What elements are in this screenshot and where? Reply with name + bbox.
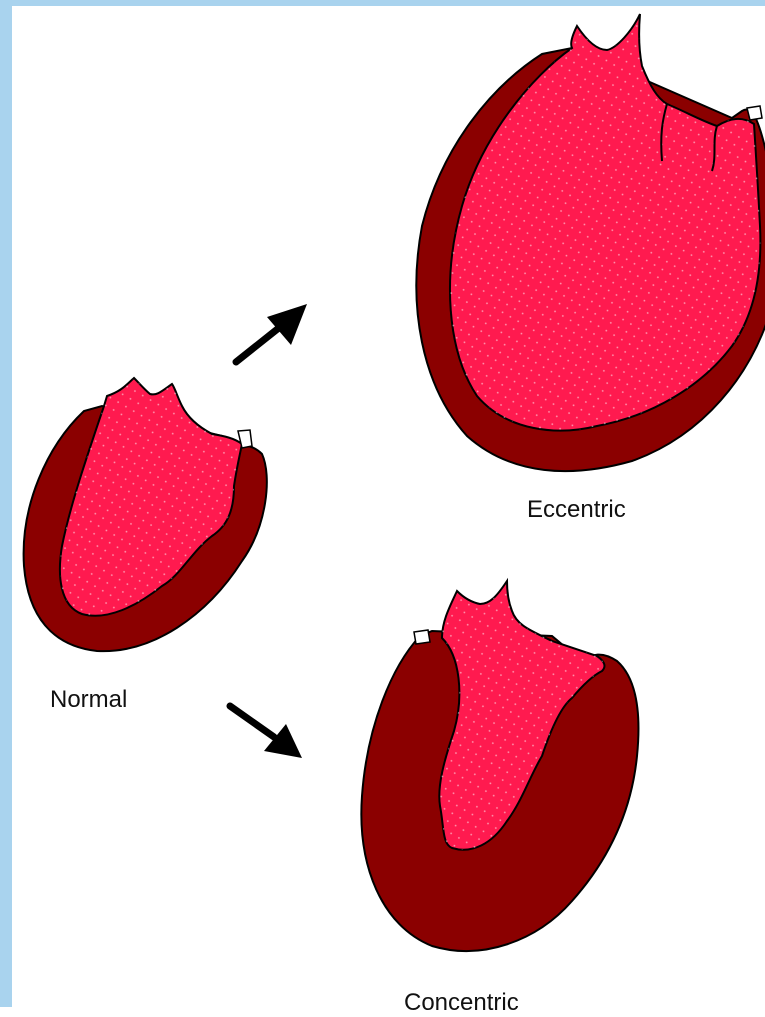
eccentric-heart <box>416 14 765 471</box>
label-eccentric: Eccentric <box>527 496 626 524</box>
normal-heart <box>24 378 267 651</box>
arrow-to-eccentric <box>236 304 307 362</box>
eccentric-valve-stub <box>747 106 762 120</box>
label-concentric: Concentric <box>404 989 519 1017</box>
arrow-to-concentric <box>230 706 302 758</box>
concentric-valve-stub <box>414 630 430 644</box>
hypertrophy-diagram <box>12 6 765 1013</box>
concentric-heart <box>361 581 638 951</box>
label-normal: Normal <box>50 686 127 714</box>
